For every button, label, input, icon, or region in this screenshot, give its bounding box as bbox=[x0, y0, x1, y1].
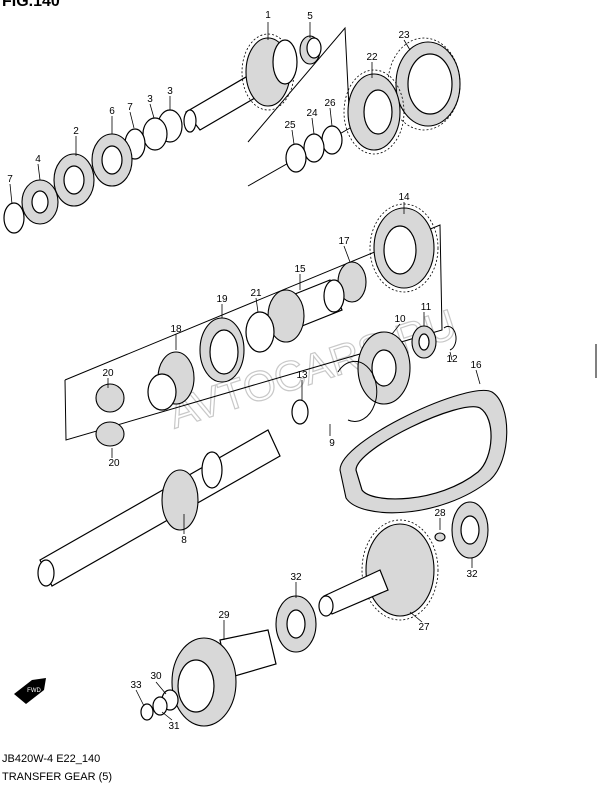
svg-text:FWD: FWD bbox=[27, 688, 41, 694]
callout-24: 24 bbox=[306, 108, 318, 119]
snap-ring-9 bbox=[337, 360, 378, 422]
callout-31: 31 bbox=[168, 721, 180, 732]
callout-26: 26 bbox=[324, 98, 336, 109]
shaft-gear-1 bbox=[183, 33, 298, 133]
callout-4: 4 bbox=[35, 154, 41, 165]
callout-14: 14 bbox=[398, 192, 410, 203]
callout-19: 19 bbox=[216, 294, 228, 305]
callout-18: 18 bbox=[170, 324, 182, 335]
bearing-4 bbox=[21, 179, 59, 225]
callout-7: 7 bbox=[127, 102, 133, 113]
callout-29: 29 bbox=[218, 610, 230, 621]
callout-12: 12 bbox=[446, 354, 458, 365]
callout-22: 22 bbox=[366, 52, 378, 63]
callout-23: 23 bbox=[398, 30, 410, 41]
forward-direction-icon: FWD bbox=[14, 678, 46, 704]
callout-20a: 20 bbox=[102, 368, 114, 379]
callout-32b: 32 bbox=[290, 572, 302, 583]
callout-7b: 7 bbox=[7, 174, 13, 185]
washer-11 bbox=[411, 325, 437, 359]
group-bracket-mid bbox=[64, 224, 443, 441]
callout-13: 13 bbox=[296, 370, 308, 381]
bearing-32b bbox=[275, 595, 317, 653]
bearing-32a bbox=[451, 501, 489, 559]
snap-ring-12 bbox=[443, 325, 457, 351]
gear-18 bbox=[147, 351, 195, 411]
sleeve-19 bbox=[199, 317, 245, 383]
figure-title: FIG.140 bbox=[2, 0, 60, 10]
footer-code: JB420W-4 E22_140 bbox=[2, 753, 101, 765]
callout-5: 5 bbox=[307, 11, 313, 22]
callout-25: 25 bbox=[284, 120, 296, 131]
callout-17: 17 bbox=[338, 236, 350, 247]
snap-ring-3b bbox=[142, 117, 168, 151]
snap-ring-7b bbox=[3, 202, 25, 234]
callout-28: 28 bbox=[434, 508, 446, 519]
gear-shaft-27 bbox=[318, 519, 439, 621]
gear-14 bbox=[369, 203, 439, 293]
ring-13 bbox=[291, 399, 309, 425]
pin-28 bbox=[434, 532, 446, 542]
ring-24 bbox=[303, 133, 325, 163]
callout-30: 30 bbox=[150, 671, 162, 682]
output-flange-29 bbox=[171, 629, 277, 727]
drive-chain-16 bbox=[339, 389, 508, 514]
snap-ring-33 bbox=[140, 703, 154, 721]
callout-20b: 20 bbox=[108, 458, 120, 469]
callout-21: 21 bbox=[250, 288, 262, 299]
bearing-2 bbox=[53, 153, 95, 207]
footer-title: TRANSFER GEAR (5) bbox=[2, 771, 113, 783]
callout-3b: 3 bbox=[167, 86, 173, 97]
hub-15 bbox=[267, 279, 345, 343]
needle-bearing-20a bbox=[95, 383, 125, 413]
bearing-10 bbox=[357, 331, 411, 405]
callout-15: 15 bbox=[294, 264, 306, 275]
ring-26 bbox=[321, 125, 343, 155]
callout-27: 27 bbox=[418, 622, 430, 633]
callout-8: 8 bbox=[181, 535, 187, 546]
callout-33: 33 bbox=[130, 680, 142, 691]
callout-16: 16 bbox=[470, 360, 482, 371]
callout-32a: 32 bbox=[466, 569, 478, 580]
callout-6: 6 bbox=[109, 106, 115, 117]
leader-lines bbox=[9, 22, 481, 721]
callout-2: 2 bbox=[73, 126, 79, 137]
callout-numbers: 1 5 23 22 7 3 3 6 2 4 7 25 24 26 14 17 1… bbox=[7, 10, 482, 732]
callout-3: 3 bbox=[147, 94, 153, 105]
callout-11: 11 bbox=[421, 302, 432, 313]
needle-bearing-20b bbox=[95, 421, 125, 447]
bearing-6 bbox=[91, 133, 133, 187]
gear-22 bbox=[343, 69, 405, 155]
gear-23 bbox=[387, 37, 461, 131]
washer-31 bbox=[152, 696, 168, 716]
ring-25 bbox=[285, 143, 307, 173]
callout-9: 9 bbox=[329, 438, 335, 449]
callout-10: 10 bbox=[394, 314, 406, 325]
main-shaft-8 bbox=[37, 429, 281, 587]
callout-1: 1 bbox=[265, 10, 271, 21]
ring-21 bbox=[245, 311, 275, 353]
